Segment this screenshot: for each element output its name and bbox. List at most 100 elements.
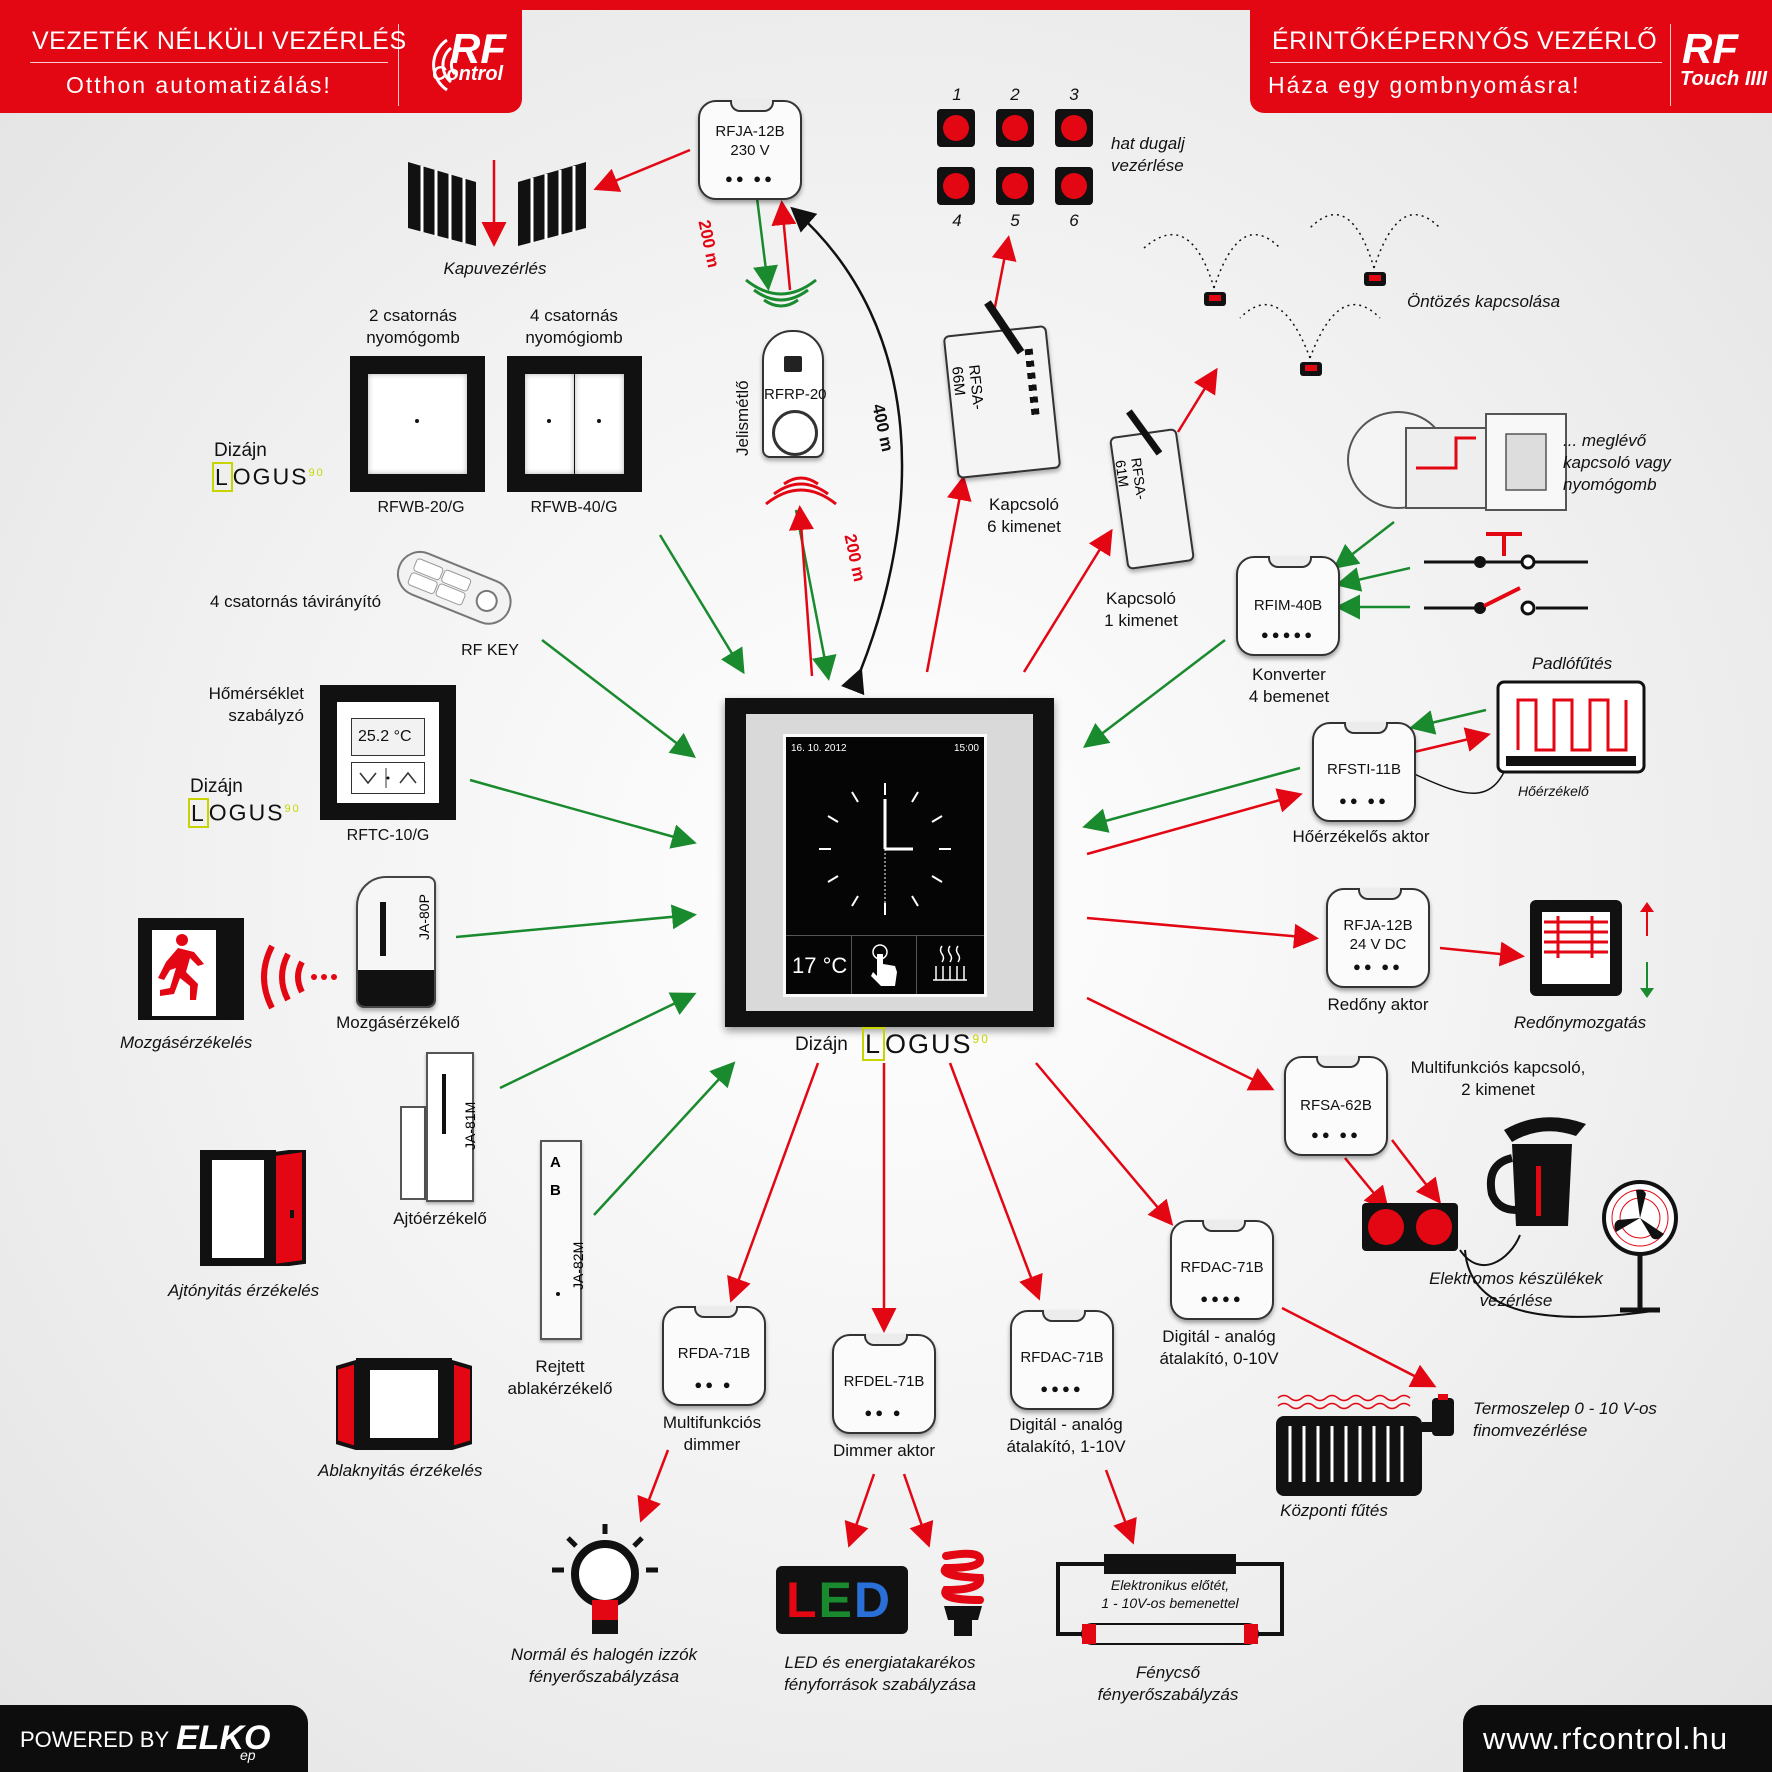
- module-name: RFDAC-71B: [1180, 1259, 1264, 1276]
- arrow-panel-gate-400m: [790, 206, 904, 696]
- rfwb-40g-button[interactable]: [507, 356, 642, 492]
- buttons-design-label: Dizájn: [214, 440, 267, 461]
- arrow-floor-to-heatactuator: [1409, 708, 1487, 735]
- module-rfdac-71b-010[interactable]: RFDAC-71B●●●●: [1170, 1220, 1274, 1320]
- elko-logo-sub: ep: [240, 1747, 256, 1763]
- button-rocker-right[interactable]: [575, 374, 624, 474]
- module-name: RFDAC-71B: [1020, 1349, 1104, 1366]
- signal-waves-green-icon: [745, 278, 817, 308]
- dac110-label: Digitál - analóg átalakító, 1-10V: [1006, 1415, 1126, 1456]
- rfwb-20g-button[interactable]: [350, 356, 485, 492]
- arrow-dac010-to-valve: [1281, 1306, 1437, 1388]
- shutter-window-icon: [1530, 900, 1622, 996]
- radiator-icon: [1276, 1394, 1454, 1496]
- kettle-icon: [1487, 1117, 1586, 1226]
- screen-touch-tile[interactable]: [851, 936, 917, 994]
- footer-url-box: www.rfcontrol.hu: [1463, 1705, 1772, 1772]
- remote-name: RF KEY: [461, 642, 519, 659]
- signal-waves-red-icon: [765, 476, 837, 506]
- sensor-lens: [380, 902, 386, 956]
- ja-80p-motion-sensor[interactable]: JA-80P: [356, 876, 436, 1008]
- remote-label: 4 csatornás távirányító: [210, 592, 382, 611]
- arrow-multi-to-socket2: [1391, 1139, 1442, 1204]
- irrigation-sprinklers-icon: [1143, 214, 1441, 376]
- arrow-btn1-to-converter: [1335, 566, 1411, 592]
- socket-number-4: 4: [952, 211, 962, 230]
- arrow-converter-to-panel: [1083, 639, 1226, 749]
- thermostat-keys[interactable]: [351, 762, 425, 794]
- arrow-gate-to-repeater-green: [753, 197, 778, 291]
- repeater-device[interactable]: [762, 330, 824, 458]
- module-name: RFIM-40B: [1253, 597, 1323, 614]
- multi-switch-label: Multifunkciós kapcsoló, 2 kimenet: [1410, 1058, 1586, 1099]
- ja-81m-door-sensor[interactable]: JA-81M: [426, 1052, 478, 1202]
- window-sensor-label: Rejtett ablakérzékelő: [507, 1357, 613, 1398]
- arrow-gate-to-fence: [593, 148, 691, 192]
- irrigation-label: Öntözés kapcsolása: [1407, 292, 1561, 311]
- motion-sensor-label: Mozgásérzékelő: [336, 1013, 460, 1032]
- screen-temperature-tile[interactable]: 17 °C: [786, 936, 852, 994]
- door-sensor-label: Ajtóérzékelő: [393, 1209, 487, 1228]
- arrow-dimmeractor-to-cfl: [902, 1473, 934, 1548]
- panel-screen[interactable]: 16. 10. 2012 15:00: [783, 734, 987, 997]
- floor-heating-label: Padlófűtés: [1531, 654, 1613, 673]
- door-opening-label: Ajtónyitás érzékelés: [168, 1281, 320, 1300]
- arrow-dimmeractor-to-led: [844, 1473, 876, 1548]
- module-terminals: ●● ●●: [724, 171, 776, 186]
- rf-touch-panel[interactable]: 16. 10. 2012 15:00: [725, 698, 1054, 1027]
- arrow-dimmer-to-bulb: [637, 1449, 670, 1523]
- module-rfdac-71b-110[interactable]: RFDAC-71B●●●●: [1010, 1310, 1114, 1410]
- arrow-thermo-to-panel: [469, 778, 697, 849]
- arrow-door-to-panel: [499, 992, 697, 1090]
- cable-appliances: [1464, 1249, 1661, 1318]
- rfsa-66m-device[interactable]: RFSA-66M: [942, 300, 1062, 480]
- button2-name: RFWB-20/G: [377, 499, 465, 516]
- module-terminals: ●● ●●: [1310, 1127, 1362, 1142]
- rfsa-66m-name: RFSA-66M: [948, 363, 987, 411]
- cable-kettle: [1459, 1234, 1521, 1266]
- button-rocker-left[interactable]: [525, 374, 574, 474]
- arrow-heatactuator-to-floor: [1413, 727, 1491, 754]
- socket-1-icon: [937, 109, 975, 147]
- ja-82m-window-sensor[interactable]: A B JA-82M: [540, 1140, 586, 1340]
- sensor-led: [556, 1292, 560, 1296]
- module-name: RFDEL-71B: [843, 1373, 925, 1390]
- arrow-heatactuator-to-panel: [1082, 766, 1301, 833]
- powered-by-text: POWERED BY: [20, 1727, 170, 1752]
- existing-switch-label: ... meglévő kapcsoló vagy nyomógomb: [1563, 431, 1671, 494]
- module-rfsa-62b[interactable]: RFSA-62B●● ●●: [1284, 1056, 1388, 1156]
- rf-key-remote-icon[interactable]: [390, 540, 520, 632]
- header-right-divider: [1670, 24, 1671, 106]
- module-rfja-12b-230v[interactable]: RFJA-12B 230 V●● ●●: [698, 100, 802, 200]
- floor-heating-icon: [1496, 680, 1646, 774]
- door-magnet: [400, 1106, 426, 1200]
- dimmer-label: Multifunkciós dimmer: [662, 1413, 762, 1454]
- website-url[interactable]: www.rfcontrol.hu: [1483, 1721, 1729, 1756]
- arrow-panel-to-dac110: [948, 1062, 1043, 1301]
- repeater-module-name: RFRP-20: [764, 386, 827, 403]
- central-heating-label: Központi fűtés: [1280, 1501, 1388, 1520]
- module-rfdel-71b[interactable]: RFDEL-71B●● ●: [832, 1334, 936, 1434]
- module-rfja-12b-24v[interactable]: RFJA-12B 24 V DC●● ●●: [1326, 888, 1430, 988]
- screen-heating-tile[interactable]: [916, 936, 984, 994]
- arrow-switch6-to-sockets: [991, 235, 1017, 313]
- ja-82m-name: JA-82M: [570, 1241, 586, 1290]
- module-rfim-40b[interactable]: RFIM-40B●●●●●: [1236, 556, 1340, 656]
- fan-icon: [1602, 1180, 1678, 1313]
- hand-pointer-icon: [871, 944, 897, 986]
- footer-powered-by: POWERED BY ELKO ep: [0, 1705, 308, 1772]
- bulb-label: Normál és halogén izzók fényerőszabályzá…: [510, 1645, 698, 1686]
- socket-4-icon: [937, 167, 975, 205]
- rftc-10g-thermostat[interactable]: 25.2 °C: [320, 685, 456, 820]
- rf-control-logo-sub: Control: [432, 63, 504, 85]
- heat-actuator-label: Hőérzékelős aktor: [1292, 827, 1430, 846]
- led-text: LED: [786, 1572, 893, 1628]
- cfl-bulb-icon: [940, 1549, 985, 1636]
- module-rfda-71b[interactable]: RFDA-71B●● ●: [662, 1306, 766, 1406]
- button-rocker[interactable]: [368, 374, 467, 474]
- arrow-panel-to-shutter: [1086, 916, 1319, 949]
- module-rfsti-11b[interactable]: RFSTI-11B●● ●●: [1312, 722, 1416, 822]
